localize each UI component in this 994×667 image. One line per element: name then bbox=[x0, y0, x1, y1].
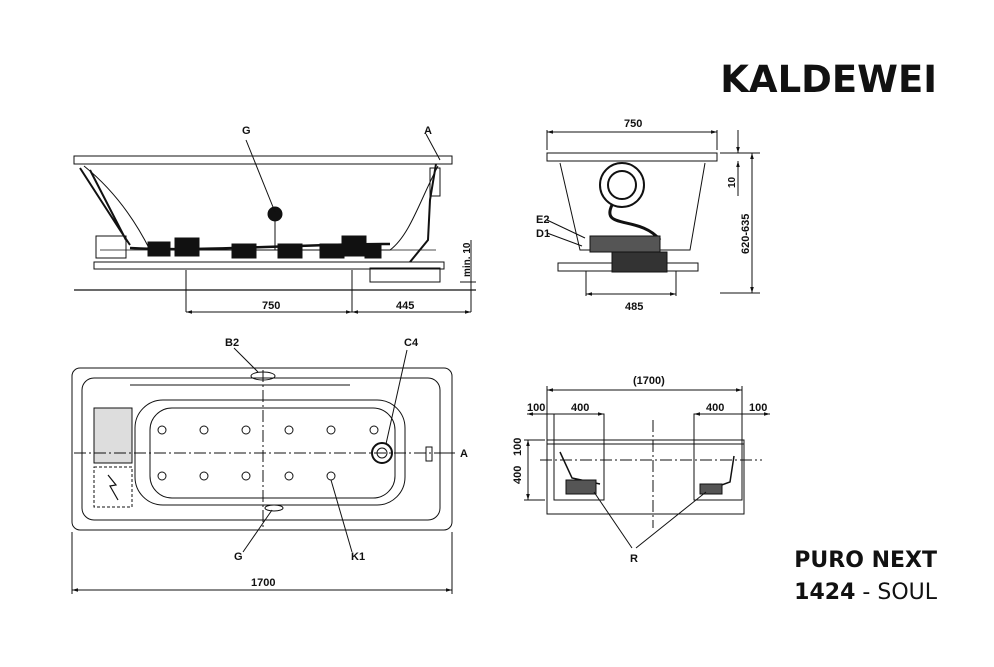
model-separator: - bbox=[862, 580, 871, 605]
tub-rim bbox=[73, 155, 453, 165]
dim-1700: 1700 bbox=[251, 577, 275, 589]
access-view bbox=[524, 386, 770, 549]
dim-100-left: 100 bbox=[527, 402, 545, 414]
dim-750-end: 750 bbox=[624, 118, 642, 130]
label-B2: B2 bbox=[225, 337, 239, 349]
dim-400-left: 400 bbox=[571, 402, 589, 414]
label-A-top: A bbox=[460, 448, 468, 460]
drain-plug-icon bbox=[267, 206, 283, 222]
drain-icon bbox=[371, 442, 393, 464]
overflow-icon bbox=[264, 504, 284, 512]
label-E2: E2 bbox=[536, 214, 549, 226]
dim-100-vertical: 100 bbox=[512, 438, 524, 456]
label-D1: D1 bbox=[536, 228, 550, 240]
dim-750-side: 750 bbox=[262, 300, 280, 312]
dim-100-right: 100 bbox=[749, 402, 767, 414]
top-outer-rim bbox=[71, 367, 453, 531]
end-view bbox=[546, 130, 760, 296]
label-K1: K1 bbox=[351, 551, 365, 563]
dim-445-side: 445 bbox=[396, 300, 414, 312]
side-view bbox=[73, 133, 476, 314]
dim-620-635: 620-635 bbox=[740, 214, 752, 254]
label-G-side: G bbox=[242, 125, 251, 137]
dim-1700-access: (1700) bbox=[633, 375, 665, 387]
model-variant: SOUL bbox=[877, 580, 937, 605]
tub-body-outline bbox=[83, 165, 439, 251]
model-code-line: 1424 - SOUL bbox=[794, 580, 937, 605]
dim-400-vertical: 400 bbox=[512, 466, 524, 484]
control-unit bbox=[93, 407, 133, 464]
electric-box bbox=[93, 466, 133, 508]
dim-10-end: 10 bbox=[727, 176, 738, 188]
label-A-side: A bbox=[424, 125, 432, 137]
dim-400-right: 400 bbox=[706, 402, 724, 414]
dim-485: 485 bbox=[625, 301, 643, 313]
access-outer bbox=[546, 439, 745, 515]
model-code: 1424 bbox=[794, 580, 856, 605]
model-name: PURO NEXT bbox=[794, 548, 937, 573]
nozzle-row bbox=[147, 235, 382, 259]
overflow-A-icon bbox=[425, 446, 433, 462]
pump-left bbox=[95, 235, 127, 259]
base-frame bbox=[93, 261, 445, 270]
dim-min10-side: min. 10 bbox=[462, 242, 473, 277]
end-rim bbox=[546, 152, 718, 162]
overflow-unit bbox=[429, 167, 441, 197]
label-G-top: G bbox=[234, 551, 243, 563]
top-view bbox=[71, 347, 455, 594]
label-C4: C4 bbox=[404, 337, 419, 349]
label-R: R bbox=[630, 553, 638, 565]
brand-logo: KALDEWEI bbox=[720, 58, 937, 101]
